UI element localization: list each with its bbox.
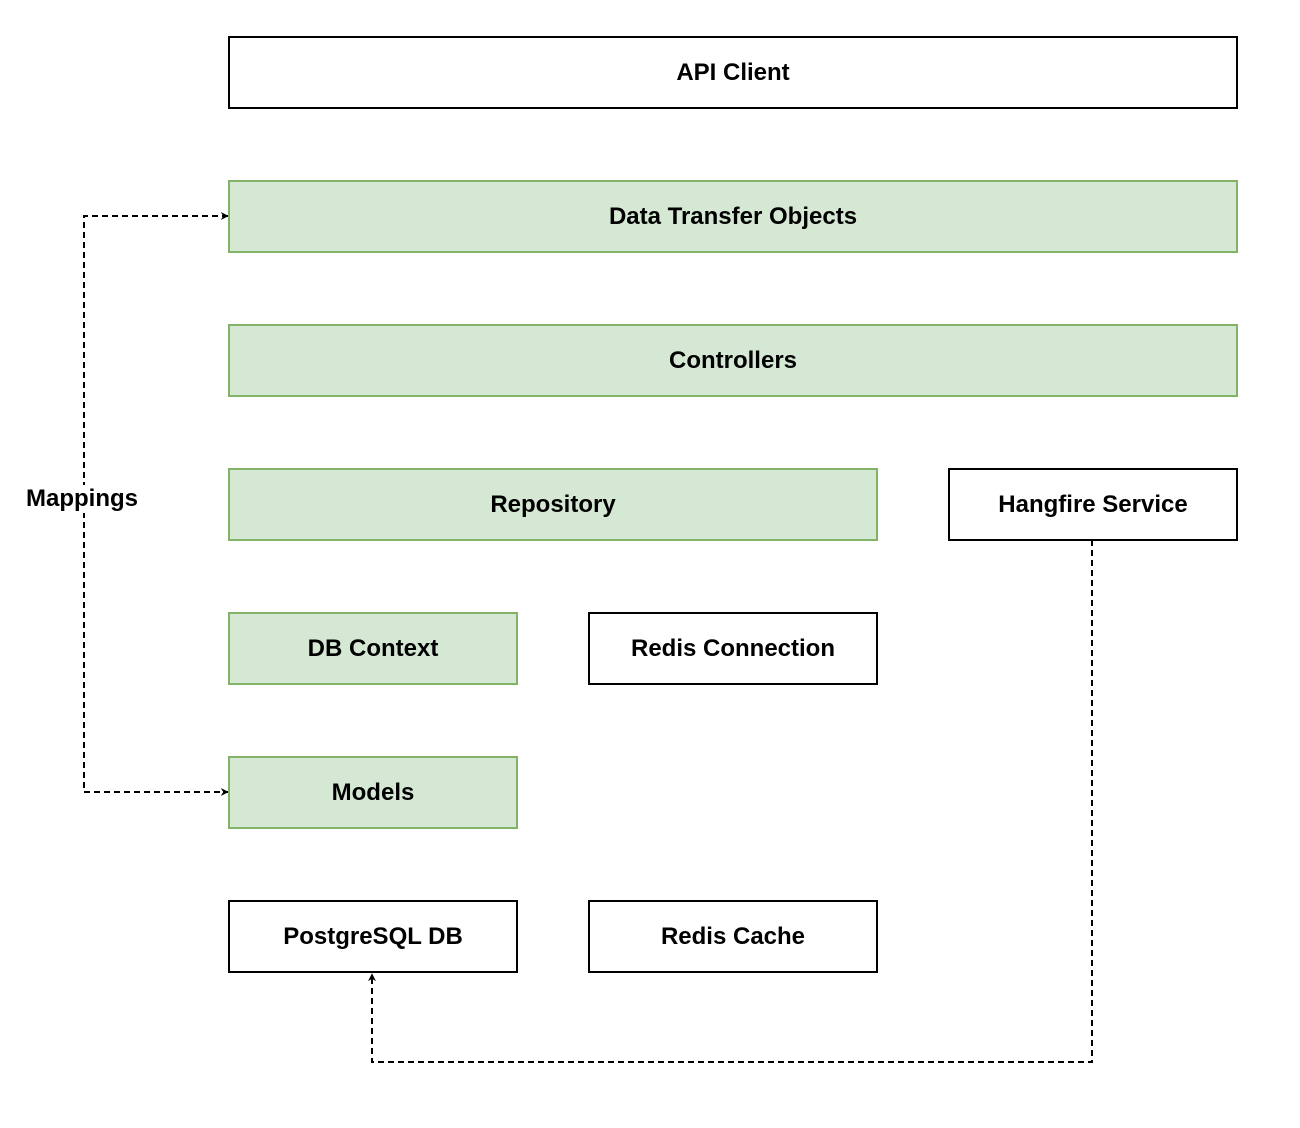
hangfire-to-postgres-connector	[368, 540, 1093, 1063]
mappings-label: Mappings	[24, 485, 140, 513]
hangfire-service-box: Hangfire Service	[948, 468, 1238, 541]
postgresql-db-box: PostgreSQL DB	[228, 900, 518, 973]
models-box: Models	[228, 756, 518, 829]
redis-cache-box: Redis Cache	[588, 900, 878, 973]
db-context-box: DB Context	[228, 612, 518, 685]
redis-connection-box: Redis Connection	[588, 612, 878, 685]
api-client-box: API Client	[228, 36, 1238, 109]
repository-box: Repository	[228, 468, 878, 541]
dto-box: Data Transfer Objects	[228, 180, 1238, 253]
controllers-box: Controllers	[228, 324, 1238, 397]
